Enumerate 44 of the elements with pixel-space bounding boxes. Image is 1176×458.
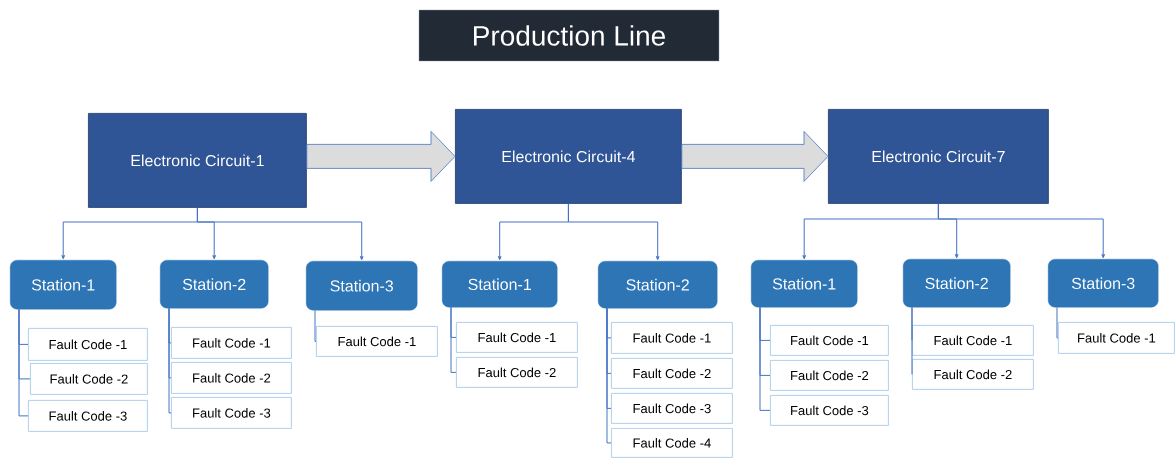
fault-code-box: Fault Code -1 [770,325,889,356]
fault-code-box: Fault Code -1 [316,326,438,357]
fault-code-box: Fault Code -1 [28,328,148,361]
fault-code-box: Fault Code -2 [912,359,1034,390]
station-box: Station-3 [1048,259,1159,308]
fault-code-box: Fault Code -1 [611,322,733,354]
circuit-box: Electronic Circuit-4 [455,109,682,204]
station-box: Station-2 [160,260,269,309]
fault-code-box: Fault Code -3 [171,397,292,429]
fault-code-box: Fault Code -3 [611,393,733,424]
fault-code-box: Fault Code -2 [171,362,292,394]
fault-code-box: Fault Code -2 [770,360,889,391]
connector-line [759,306,771,411]
fault-code-box: Fault Code -3 [28,400,148,432]
connector-line [450,306,457,373]
title-box: Production Line [418,9,720,62]
circuit-box: Electronic Circuit-7 [828,109,1049,204]
connector-line [1056,306,1059,339]
arrow [196,207,364,261]
fault-code-box: Fault Code -1 [1058,322,1175,354]
circuit-box: Electronic Circuit-1 [88,113,307,208]
station-box: Station-1 [751,260,858,308]
fault-code-box: Fault Code -2 [611,358,733,389]
fault-code-box: Fault Code -1 [171,327,292,359]
connector-line [168,307,172,414]
connector-line [18,308,29,417]
connector-line [314,309,317,342]
arrow [567,203,660,261]
connector-line [911,306,913,375]
fault-code-box: Fault Code -4 [611,428,733,458]
station-box: Station-1 [442,261,558,308]
block-arrow [306,131,456,182]
fault-code-box: Fault Code -1 [456,322,578,353]
station-box: Station-3 [306,261,418,311]
connector-line [606,307,612,444]
station-box: Station-1 [10,260,117,310]
station-box: Station-2 [598,261,718,309]
fault-code-box: Fault Code -2 [456,357,578,388]
fault-code-box: Fault Code -2 [30,363,148,395]
arrow [937,203,1106,259]
station-box: Station-2 [903,259,1011,308]
fault-code-box: Fault Code -3 [770,395,889,426]
block-arrow [681,131,829,182]
fault-code-box: Fault Code -1 [912,325,1034,356]
